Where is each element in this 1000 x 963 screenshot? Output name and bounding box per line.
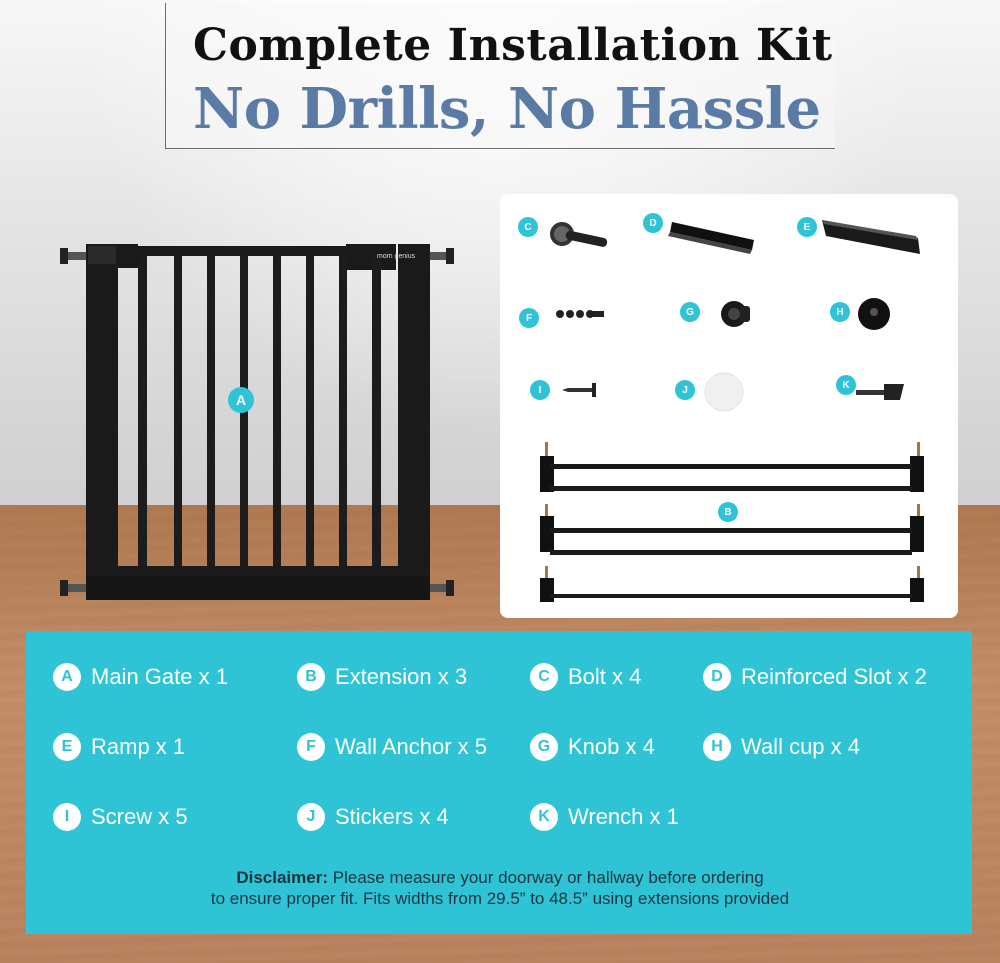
wall-anchor-icon — [556, 310, 604, 318]
title-line-1: Complete Installation Kit — [193, 20, 833, 71]
legend-item-c: C Bolt x 4 — [530, 661, 641, 693]
reinforced-slot-icon — [668, 222, 754, 254]
part-badge-d: D — [643, 213, 663, 233]
gate-illustration: mom genius A — [60, 244, 454, 600]
legend-item-g: G Knob x 4 — [530, 731, 655, 763]
legend-letter-k: K — [530, 803, 558, 831]
disclaimer-line-1: Disclaimer: Please measure your doorway … — [60, 867, 940, 888]
legend-label-a: Main Gate x 1 — [91, 664, 228, 689]
legend-panel — [26, 631, 972, 934]
legend-item-f: F Wall Anchor x 5 — [297, 731, 487, 763]
main-gate-image: mom genius A — [58, 238, 458, 608]
part-badge-g: G — [680, 302, 700, 322]
part-badge-h: H — [830, 302, 850, 322]
legend-label-k: Wrench x 1 — [568, 804, 679, 829]
part-badge-b: B — [718, 502, 738, 522]
legend-item-b: B Extension x 3 — [297, 661, 467, 693]
part-badge-e: E — [797, 217, 817, 237]
legend-item-j: J Stickers x 4 — [297, 801, 449, 833]
disclaimer-label: Disclaimer: — [236, 868, 329, 887]
part-badge-c: C — [518, 217, 538, 237]
legend-label-i: Screw x 5 — [91, 804, 188, 829]
bolt-icon — [550, 222, 608, 247]
title-frame — [165, 3, 835, 149]
legend-item-d: D Reinforced Slot x 2 — [703, 661, 927, 693]
legend-label-j: Stickers x 4 — [335, 804, 449, 829]
legend-label-h: Wall cup x 4 — [741, 734, 861, 759]
part-badge-j: J — [675, 380, 695, 400]
parts-panel: C D E F G H I J K B — [500, 194, 958, 618]
legend-letter-j: J — [297, 803, 325, 831]
title-line-2: No Drills, No Hassle — [193, 76, 821, 142]
gate-brand: mom genius — [377, 253, 416, 260]
legend-letter-f: F — [297, 733, 325, 761]
legend-label-g: Knob x 4 — [568, 734, 655, 759]
legend-label-c: Bolt x 4 — [568, 664, 642, 689]
legend-letter-h: H — [703, 733, 731, 761]
legend-letter-c: C — [530, 663, 558, 691]
legend-item-a: A Main Gate x 1 — [53, 661, 228, 693]
ramp-icon — [822, 220, 920, 254]
legend-item-e: E Ramp x 1 — [53, 731, 185, 763]
knob-icon — [721, 301, 750, 327]
legend-item-i: I Screw x 5 — [53, 801, 188, 833]
legend-label-d: Reinforced Slot x 2 — [741, 664, 927, 689]
screw-icon — [562, 383, 596, 397]
extension-icon — [540, 442, 924, 602]
part-badge-f: F — [519, 308, 539, 328]
sticker-icon — [704, 372, 744, 412]
legend-item-k: K Wrench x 1 — [530, 801, 679, 833]
legend-letter-i: I — [53, 803, 81, 831]
legend-letter-a: A — [53, 663, 81, 691]
legend-letter-e: E — [53, 733, 81, 761]
legend-letter-b: B — [297, 663, 325, 691]
wall-cup-icon — [858, 298, 890, 330]
legend-letter-g: G — [530, 733, 558, 761]
disclaimer: Disclaimer: Please measure your doorway … — [60, 867, 940, 909]
svg-text:A: A — [236, 392, 246, 408]
disclaimer-text-1: Please measure your doorway or hallway b… — [332, 868, 764, 887]
part-badge-k: K — [836, 375, 856, 395]
parts-illustration — [540, 220, 924, 602]
legend-label-e: Ramp x 1 — [91, 734, 186, 759]
legend-label-f: Wall Anchor x 5 — [335, 734, 488, 759]
wrench-icon — [856, 384, 904, 400]
legend-letter-d: D — [703, 663, 731, 691]
legend-item-h: H Wall cup x 4 — [703, 731, 860, 763]
legend-label-b: Extension x 3 — [335, 664, 468, 689]
part-badge-i: I — [530, 380, 550, 400]
disclaimer-text-2: to ensure proper fit. Fits widths from 2… — [210, 889, 790, 908]
